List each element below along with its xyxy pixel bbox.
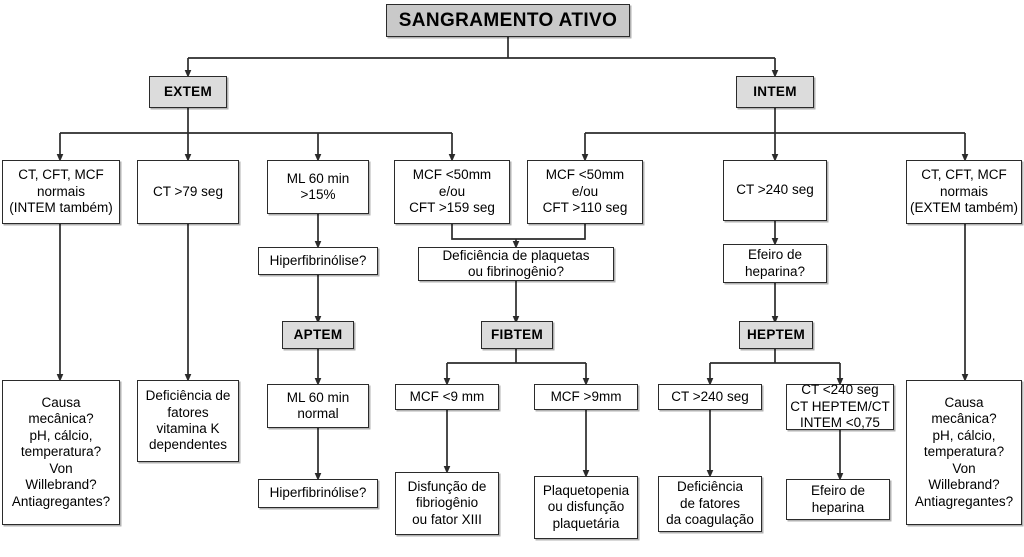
node-extem-ct-79[interactable]: CT >79 seg [137, 160, 239, 224]
node-efeito-heparina-question[interactable]: Efeiro de heparina? [723, 244, 827, 283]
node-fibtem-mcf-low[interactable]: MCF <9 mm [395, 384, 499, 410]
node-extem-normal[interactable]: CT, CFT, MCF normais (INTEM também) [2, 160, 120, 224]
node-sangramento-ativo[interactable]: SANGRAMENTO ATIVO [386, 4, 630, 37]
node-intem-normal[interactable]: CT, CFT, MCF normais (EXTEM também) [906, 160, 1022, 224]
node-disfuncao-fibrinogenio[interactable]: Disfunção de fibriogênio ou fator XIII [395, 472, 499, 535]
node-plaquetopenia[interactable]: Plaquetopenia ou disfunção plaquetária [534, 476, 638, 539]
node-intem[interactable]: INTEM [736, 76, 814, 108]
node-extem-ml60[interactable]: ML 60 min >15% [267, 160, 369, 214]
node-heptem-ct-low-ratio[interactable]: CT <240 seg CT HEPTEM/CT INTEM <0,75 [786, 382, 894, 430]
node-fibtem-mcf-high[interactable]: MCF >9mm [534, 384, 638, 410]
node-extem-mcf-cft[interactable]: MCF <50mm e/ou CFT >159 seg [394, 160, 510, 224]
node-intem-ct-240[interactable]: CT >240 seg [723, 160, 827, 221]
node-causa-mecanica-left[interactable]: Causa mecânica? pH, cálcio, temperatura?… [2, 380, 120, 525]
node-efeito-heparina-result[interactable]: Efeiro de heparina [786, 479, 890, 520]
node-fibtem[interactable]: FIBTEM [481, 321, 553, 349]
node-aptem[interactable]: APTEM [282, 321, 354, 349]
node-causa-mecanica-right[interactable]: Causa mecânica? pH, cálcio, temperatura?… [906, 380, 1022, 525]
node-hiperfibrinolise-question[interactable]: Hiperfibrinólise? [258, 247, 378, 275]
node-heptem-ct-high[interactable]: CT >240 seg [658, 384, 762, 410]
node-extem[interactable]: EXTEM [149, 76, 227, 108]
node-hiperfibrinolise-result[interactable]: Hiperfibrinólise? [258, 479, 378, 508]
node-deficiencia-vitamina-k[interactable]: Deficiência de fatores vitamina K depend… [137, 380, 239, 462]
node-intem-mcf-cft[interactable]: MCF <50mm e/ou CFT >110 seg [527, 160, 643, 224]
node-deficiencia-plaquetas-question[interactable]: Deficiência de plaquetas ou fibrinogênio… [418, 247, 614, 281]
node-ml60-normal[interactable]: ML 60 min normal [267, 384, 369, 428]
node-heptem[interactable]: HEPTEM [739, 321, 813, 349]
node-deficiencia-fatores-coagulacao[interactable]: Deficiência de fatores da coagulação [658, 476, 762, 532]
